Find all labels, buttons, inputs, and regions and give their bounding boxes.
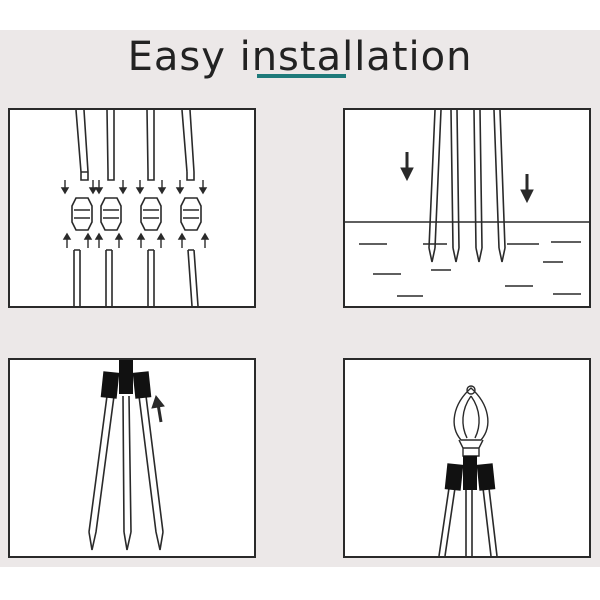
step-2-illustration bbox=[345, 110, 589, 297]
stake-4 bbox=[493, 110, 506, 263]
lamp-top-ring bbox=[466, 385, 476, 395]
base-block-center bbox=[463, 456, 477, 490]
title-underline bbox=[257, 74, 346, 78]
step-3-tripod-base-panel bbox=[8, 358, 256, 558]
coupler-3 bbox=[140, 197, 162, 231]
lamp-neck bbox=[458, 439, 484, 457]
stake-1 bbox=[428, 110, 442, 263]
tripod-leg-left bbox=[88, 395, 115, 551]
lamp-flame-inner bbox=[462, 395, 480, 439]
coupler-4 bbox=[180, 197, 202, 231]
upper-segment-3 bbox=[146, 110, 155, 181]
upper-segment-2 bbox=[106, 110, 115, 181]
step-2-push-into-ground-panel bbox=[343, 108, 591, 308]
step-3-illustration bbox=[88, 360, 165, 551]
step-1-connect-segments-panel bbox=[8, 108, 256, 308]
lower-segment-3 bbox=[147, 249, 155, 306]
base-block-left bbox=[100, 371, 120, 399]
pole-right bbox=[482, 487, 498, 556]
tripod-leg-center bbox=[122, 395, 132, 551]
tripod-base bbox=[100, 360, 152, 399]
base-block-right bbox=[132, 371, 152, 399]
step-4-illustration bbox=[438, 385, 498, 556]
big-arrow-up bbox=[151, 394, 165, 423]
lamp-flame-outer bbox=[453, 387, 489, 441]
coupler-2 bbox=[100, 197, 122, 231]
pole-left bbox=[438, 487, 456, 556]
base-block-left bbox=[444, 463, 464, 491]
tripod-base bbox=[444, 456, 496, 491]
base-block-right bbox=[476, 463, 496, 491]
pole-center bbox=[465, 488, 473, 556]
lower-segment-4 bbox=[187, 249, 199, 306]
tripod-leg-right bbox=[138, 395, 164, 551]
page-title: Easy installation bbox=[127, 34, 473, 80]
big-arrows bbox=[400, 152, 534, 204]
lower-segment-1 bbox=[73, 249, 81, 306]
upper-segment-4 bbox=[181, 110, 195, 181]
step-1-illustration bbox=[60, 110, 210, 306]
lower-segment-2 bbox=[105, 249, 113, 306]
stake-2 bbox=[450, 110, 460, 263]
coupler-1 bbox=[71, 197, 93, 231]
small-arrows bbox=[60, 180, 210, 248]
base-block-center bbox=[119, 360, 133, 394]
lamp-head bbox=[453, 385, 489, 457]
stake-3 bbox=[473, 110, 483, 263]
step-4-attach-lamp-panel bbox=[343, 358, 591, 558]
upper-segment-1 bbox=[75, 110, 89, 181]
